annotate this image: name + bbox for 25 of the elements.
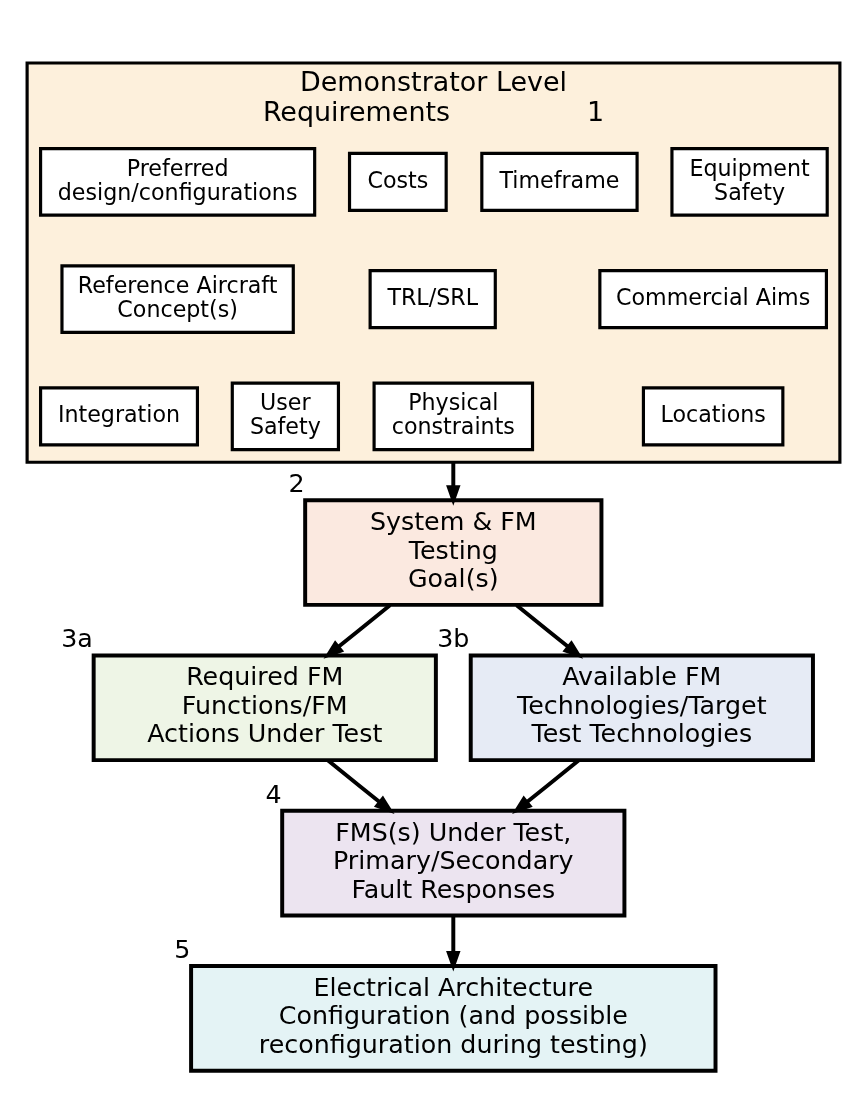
node-box: Timeframe bbox=[480, 151, 639, 212]
node-box: Electrical Architecture Configuration (and possible reconfiguration during testing) bbox=[189, 963, 718, 1073]
node-label: 4 bbox=[265, 778, 282, 809]
arrow bbox=[515, 603, 584, 659]
node-box: Costs bbox=[347, 151, 448, 212]
node-box: Reference Aircraft Concept(s) bbox=[60, 263, 295, 334]
node-box: User Safety bbox=[230, 380, 341, 451]
node-box: TRL/SRL bbox=[368, 268, 497, 329]
node-label: 3b bbox=[437, 622, 470, 653]
node-box: Locations bbox=[641, 385, 785, 446]
arrow bbox=[446, 461, 461, 506]
node-box: Available FM Technologies/Target Test Technologies bbox=[468, 653, 815, 762]
node-box: Equipment Safety bbox=[670, 146, 829, 217]
arrow bbox=[446, 915, 461, 972]
node-label: 5 bbox=[174, 933, 191, 964]
node-label: 3a bbox=[61, 622, 93, 653]
node-box: Preferred design/configurations bbox=[39, 146, 317, 217]
node-box: System & FM Testing Goal(s) bbox=[303, 497, 604, 607]
node-box: Required FM Functions/FM Actions Under Test bbox=[91, 653, 438, 762]
node-box: Integration bbox=[39, 385, 199, 446]
node-label: 2 bbox=[288, 467, 305, 498]
arrow bbox=[323, 603, 392, 659]
node-box: FMS(s) Under Test, Primary/Secondary Fault Responses bbox=[280, 808, 627, 917]
node-box: Physical constraints bbox=[372, 380, 535, 451]
node-box: Commercial Aims bbox=[598, 268, 828, 329]
